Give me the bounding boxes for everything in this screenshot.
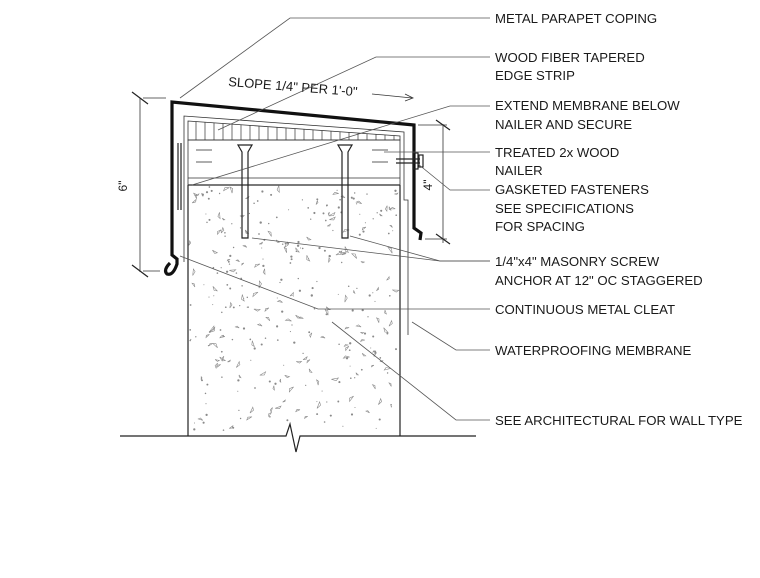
dimension-4in-label: 4" — [421, 180, 435, 191]
waterproofing-membrane-line — [183, 115, 409, 335]
label-edge-strip-line1: WOOD FIBER TAPERED — [495, 50, 645, 65]
label-wall-type: SEE ARCHITECTURAL FOR WALL TYPE — [495, 413, 743, 428]
wood-nailer — [187, 139, 401, 186]
label-screw-line2: ANCHOR AT 12" OC STAGGERED — [495, 273, 703, 288]
tapered-edge-strip — [187, 120, 401, 141]
dimension-6in — [131, 91, 166, 278]
label-fasteners-line1: GASKETED FASTENERS — [495, 182, 649, 197]
metal-parapet-coping — [163, 100, 423, 276]
label-screw-line1: 1/4"x4" MASONRY SCREW — [495, 254, 660, 269]
metal-cleat — [177, 143, 182, 210]
break-line — [120, 421, 476, 453]
label-nailer-line2: NAILER — [495, 163, 543, 178]
label-membrane-line1: EXTEND MEMBRANE BELOW — [495, 98, 680, 113]
dimension-6in-label: 6" — [116, 181, 130, 192]
label-nailer-line1: TREATED 2x WOOD — [495, 145, 619, 160]
label-membrane-line2: NAILER AND SECURE — [495, 117, 632, 132]
masonry-screw-anchors — [236, 144, 354, 239]
leader-lines — [179, 17, 490, 421]
masonry-wall — [187, 184, 401, 436]
gasketed-fastener — [396, 152, 424, 170]
label-metal-parapet-coping: METAL PARAPET COPING — [495, 11, 657, 26]
label-edge-strip-line2: EDGE STRIP — [495, 68, 575, 83]
annotations: METAL PARAPET COPING WOOD FIBER TAPERED … — [495, 11, 743, 428]
concrete-hatch — [188, 185, 400, 431]
label-metal-cleat: CONTINUOUS METAL CLEAT — [495, 302, 675, 317]
label-fasteners-line2: SEE SPECIFICATIONS — [495, 201, 634, 216]
dimension-4in — [418, 119, 451, 245]
label-fasteners-line3: FOR SPACING — [495, 219, 585, 234]
label-waterproofing-membrane: WATERPROOFING MEMBRANE — [495, 343, 692, 358]
slope-arrow — [371, 93, 413, 99]
